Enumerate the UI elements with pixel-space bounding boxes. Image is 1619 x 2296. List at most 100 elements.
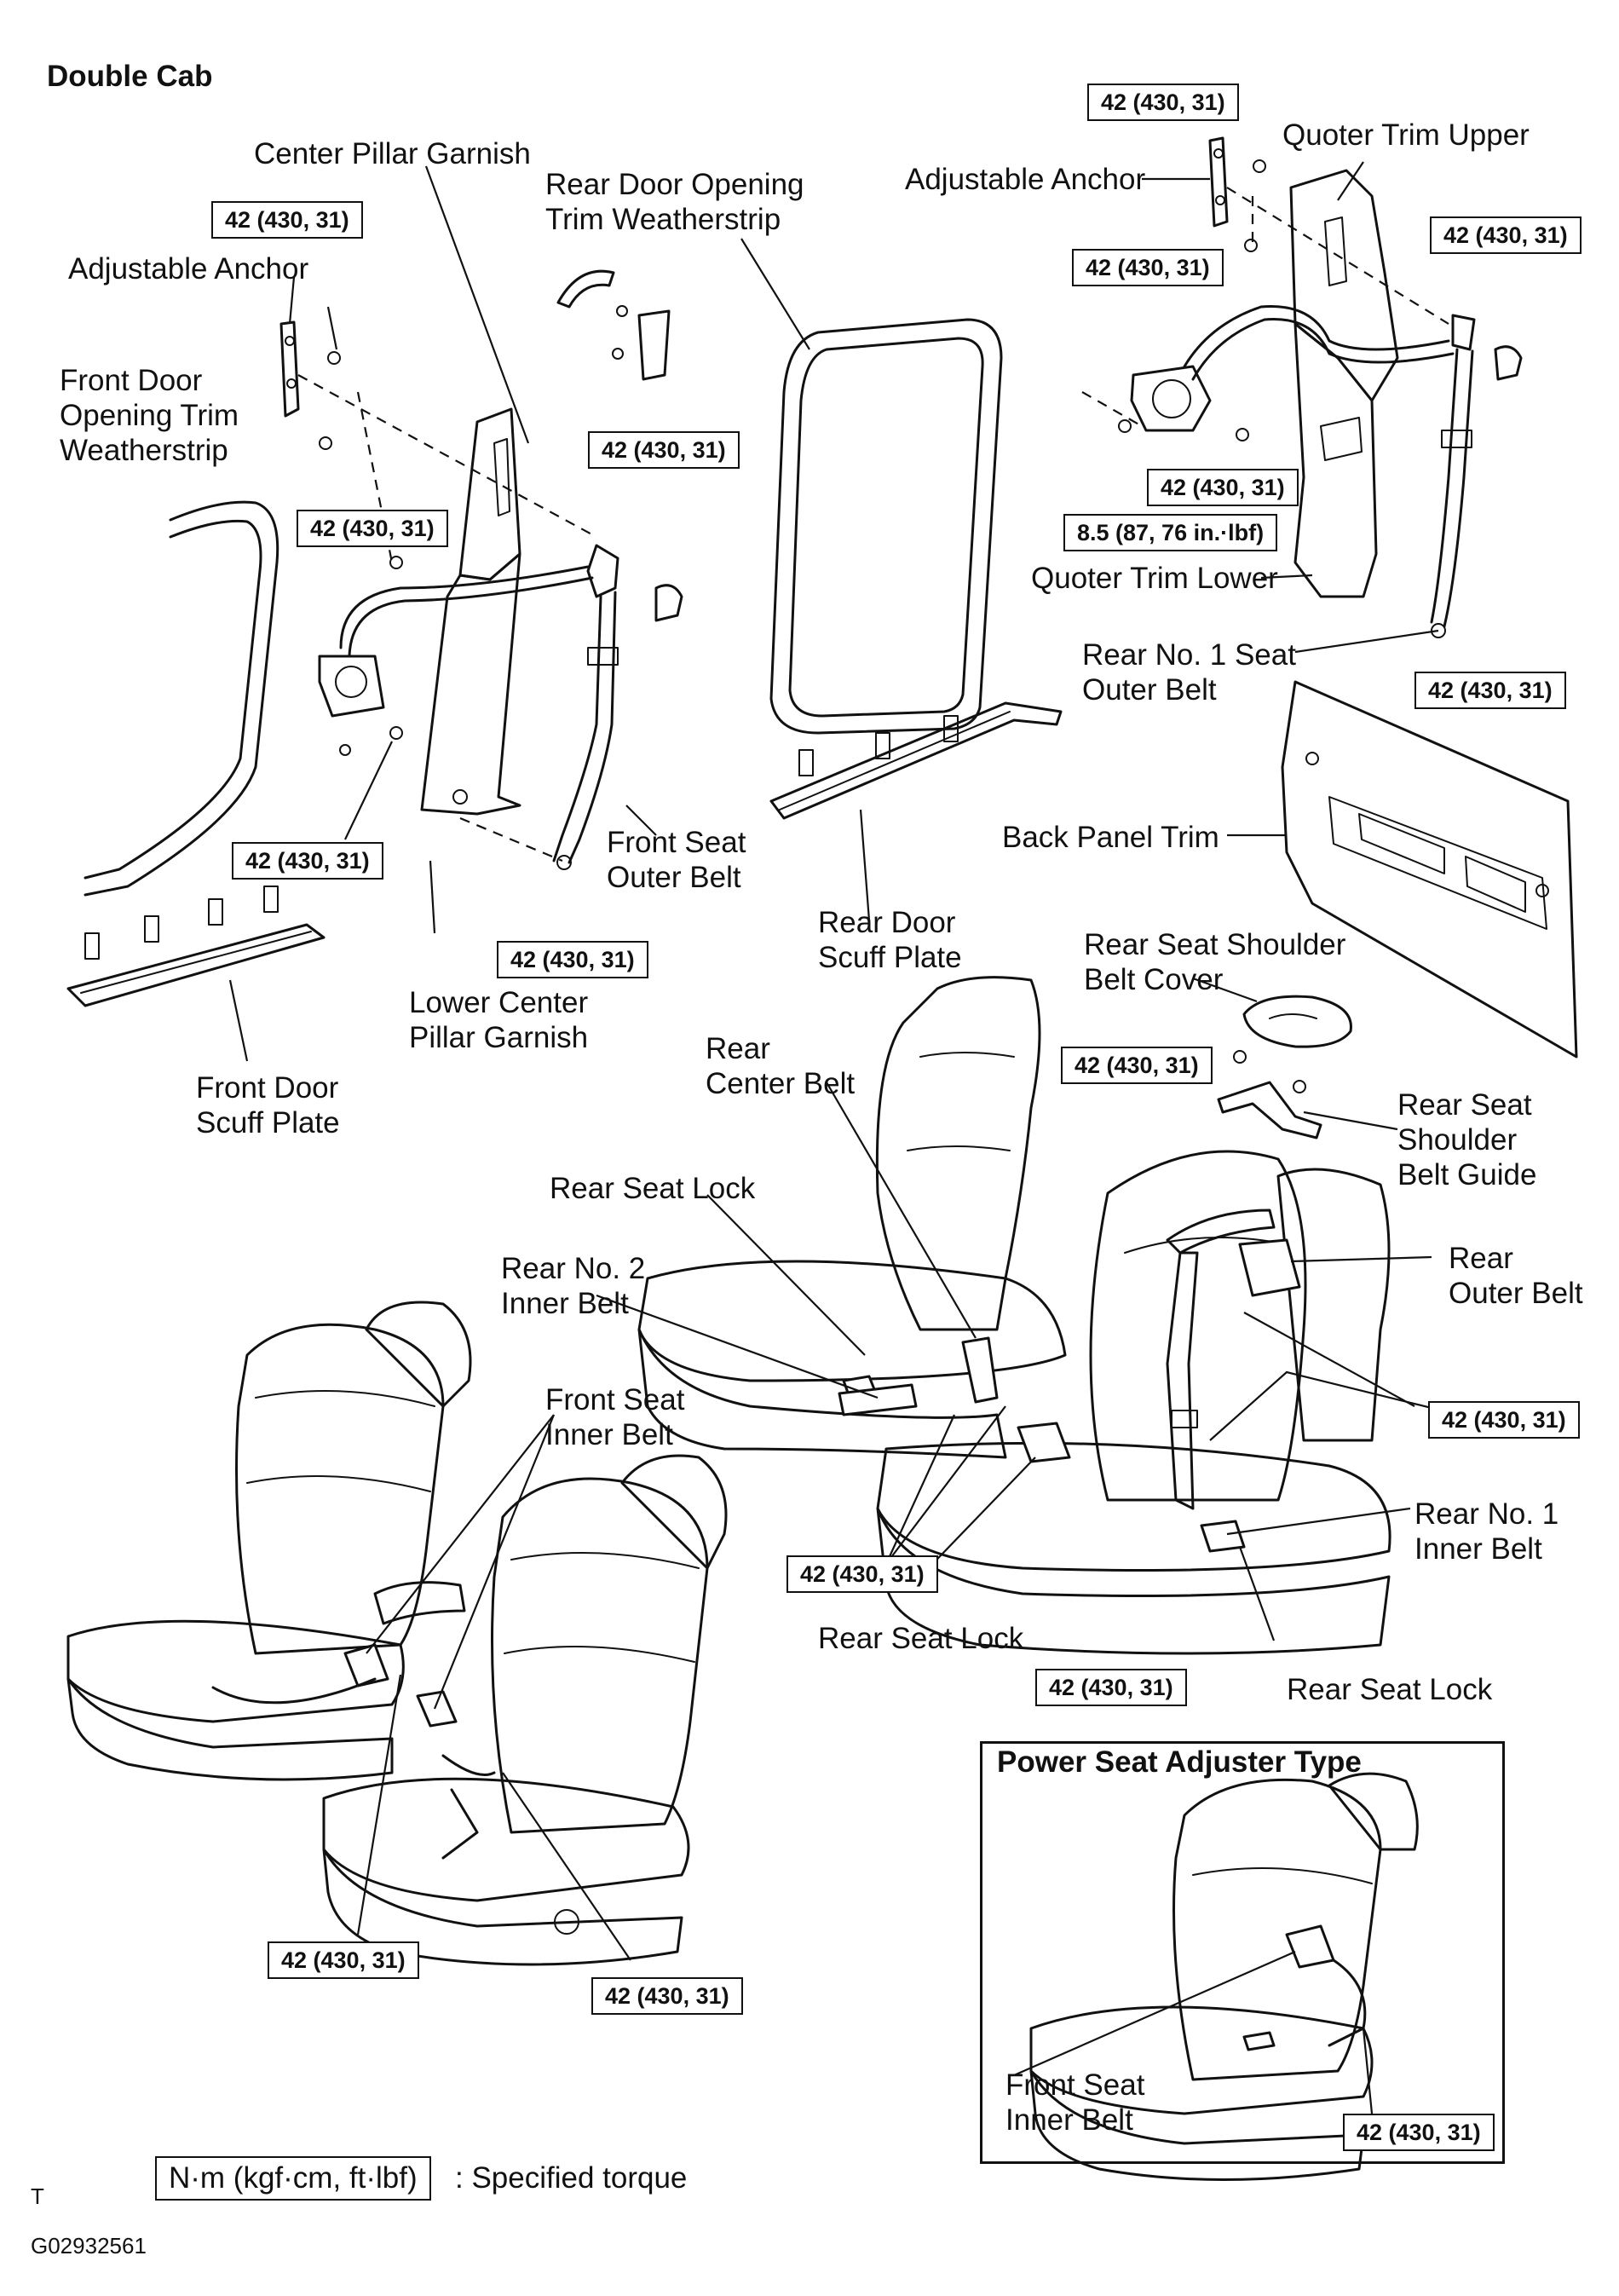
front-seats-drawing [66,1301,728,1966]
inset-seat-drawing [1029,1772,1419,2181]
figure-code: G02932561 [31,2233,147,2259]
torque-spec-box: 42 (430, 31) [297,510,448,547]
torque-spec-box: 42 (430, 31) [1414,672,1566,709]
torque-spec-box: 42 (430, 31) [591,1977,743,2015]
label-rear-center-belt: Rear Center Belt [706,1031,855,1101]
anchor-cover-parts-drawing [556,269,671,381]
leader-lines [228,161,1439,2114]
label-line: Outer Belt [1082,673,1217,707]
label-rear-seat-shoulder-belt-guide: Rear Seat Shoulder Belt Guide [1397,1087,1536,1192]
label-line: Inner Belt [545,1418,673,1451]
torque-spec-box: 42 (430, 31) [1087,84,1239,121]
label-line: Scuff Plate [818,941,962,974]
rear-belt-buckles-drawing [838,1209,1301,1553]
adjustable-anchor-right-drawing [1118,136,1266,441]
label-adjustable-anchor-right: Adjustable Anchor [905,163,1146,196]
label-rear-seat-lock-upper: Rear Seat Lock [550,1172,756,1205]
label-rear-outer-belt: Rear Outer Belt [1449,1241,1583,1311]
torque-spec-box: 42 (430, 31) [1072,249,1224,286]
inset-title: Power Seat Adjuster Type [997,1745,1362,1779]
page-title: Double Cab [47,60,213,93]
label-quarter-trim-upper: Quoter Trim Upper [1282,118,1530,152]
front-door-weatherstrip-drawing [84,500,279,897]
label-inset-front-seat-inner-belt: Front Seat Inner Belt [1005,2068,1144,2137]
rear-seat-drawing [637,976,1391,1655]
label-back-panel-trim: Back Panel Trim [1002,821,1219,854]
label-adjustable-anchor-left: Adjustable Anchor [68,252,309,286]
label-front-seat-inner-belt: Front Seat Inner Belt [545,1382,684,1452]
label-line: Rear [1449,1242,1513,1275]
torque-legend-text: : Specified torque [455,2161,688,2195]
label-rear-seat-lock-middle: Rear Seat Lock [818,1622,1024,1655]
label-line: Rear No. 1 Seat [1082,638,1296,672]
torque-spec-box: 42 (430, 31) [232,842,383,880]
torque-spec-box: 42 (430, 31) [786,1555,938,1593]
label-center-pillar-garnish: Center Pillar Garnish [254,137,531,170]
label-line: Belt Cover [1084,963,1224,996]
torque-spec-box: 42 (430, 31) [211,201,363,239]
label-front-door-opening-trim-weatherstrip: Front Door Opening Trim Weatherstrip [60,363,239,468]
label-rear-door-scuff-plate: Rear Door Scuff Plate [818,905,962,975]
rear-door-weatherstrip-drawing [769,318,1003,735]
label-quarter-trim-lower: Quoter Trim Lower [1031,562,1278,595]
adjustable-anchor-left-drawing [279,320,403,756]
rear-no1-outer-belt-drawing [1130,305,1523,638]
label-rear-no1-inner-belt: Rear No. 1 Inner Belt [1414,1497,1559,1566]
front-seat-outer-belt-drawing [318,544,683,870]
label-line: Front Seat [545,1383,685,1416]
footer-mark: T [31,2184,44,2209]
label-rear-no2-inner-belt: Rear No. 2 Inner Belt [501,1251,645,1321]
label-front-seat-outer-belt: Front Seat Outer Belt [607,825,746,895]
label-line: Front Door [60,364,203,397]
label-line: Rear No. 1 [1414,1497,1559,1531]
rear-door-scuff-plate-drawing [769,701,1063,820]
center-pillar-garnish-drawing [420,407,521,816]
label-line: Rear Door [818,906,956,939]
label-line: Rear [706,1032,770,1065]
label-rear-no1-seat-outer-belt: Rear No. 1 Seat Outer Belt [1082,637,1296,707]
label-line: Rear Seat Shoulder [1084,928,1346,961]
label-lower-center-pillar-garnish: Lower Center Pillar Garnish [409,985,588,1055]
label-line: Front Door [196,1071,339,1105]
label-line: Shoulder [1397,1123,1518,1157]
label-rear-door-opening-trim: Rear Door Opening Trim Weatherstrip [545,167,804,237]
label-line: Weatherstrip [60,434,228,467]
front-door-scuff-plate-drawing [66,886,326,1007]
label-front-door-scuff-plate: Front Door Scuff Plate [196,1070,340,1140]
torque-spec-box: 42 (430, 31) [497,941,648,978]
label-line: Scuff Plate [196,1106,340,1139]
torque-legend-unit-box: N·m (kgf·cm, ft·lbf) [155,2156,431,2201]
label-line: Pillar Garnish [409,1021,589,1054]
power-seat-adjuster-inset [980,1741,1505,2164]
torque-spec-box: 42 (430, 31) [588,431,740,469]
label-line: Trim Weatherstrip [545,203,781,236]
torque-spec-box: 42 (430, 31) [268,1941,419,1979]
torque-spec-box: 42 (430, 31) [1061,1047,1213,1084]
torque-spec-box: 42 (430, 31) [1430,216,1582,254]
front-seat-buckles-drawing [211,1643,496,1860]
torque-spec-box: 42 (430, 31) [1147,469,1299,506]
torque-spec-box: 8.5 (87, 76 in.·lbf) [1063,514,1278,551]
label-line: Center Belt [706,1067,856,1100]
label-line: Inner Belt [1005,2103,1133,2137]
torque-spec-box: 42 (430, 31) [1428,1401,1580,1439]
torque-spec-box: 42 (430, 31) [1343,2114,1495,2151]
label-line: Inner Belt [501,1287,629,1320]
label-line: Inner Belt [1414,1532,1542,1566]
label-line: Rear Seat [1397,1088,1532,1122]
label-line: Opening Trim [60,399,239,432]
label-rear-seat-lock-right: Rear Seat Lock [1287,1673,1493,1706]
label-line: Front Seat [607,826,746,859]
label-line: Rear No. 2 [501,1252,646,1285]
rear-shoulder-belt-cover-drawing [1217,995,1352,1139]
label-line: Outer Belt [607,861,741,894]
torque-spec-box: 42 (430, 31) [1035,1669,1187,1706]
label-line: Lower Center [409,986,589,1019]
label-rear-seat-shoulder-belt-cover: Rear Seat Shoulder Belt Cover [1084,927,1345,997]
label-line: Rear Door Opening [545,168,804,201]
back-panel-trim-drawing [1281,680,1578,1059]
label-line: Outer Belt [1449,1277,1583,1310]
label-line: Front Seat [1005,2068,1145,2102]
label-line: Belt Guide [1397,1158,1537,1191]
